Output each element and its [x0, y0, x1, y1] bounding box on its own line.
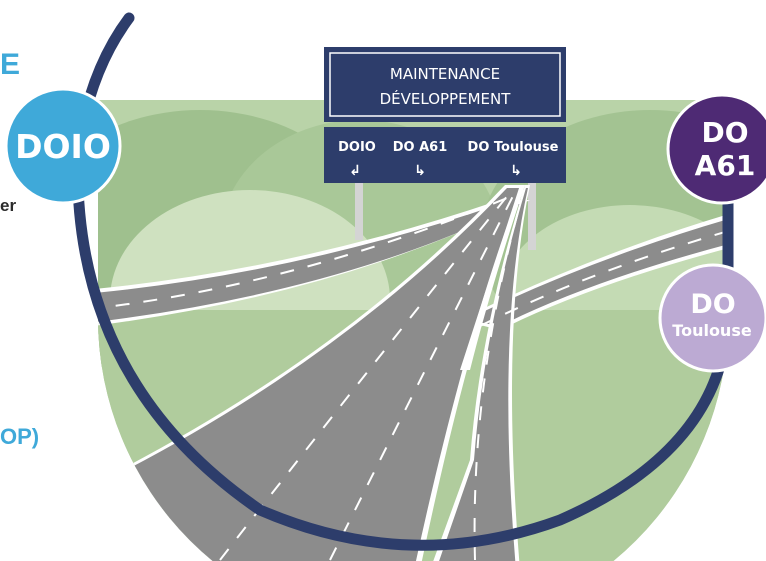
- edge-fragment-bottom: OP): [0, 424, 40, 449]
- sign-main-line1: MAINTENANCE: [390, 65, 500, 83]
- arrow-down-right-icon: ↳: [510, 163, 522, 179]
- sign-post-right: [528, 170, 536, 250]
- sign-post-left: [355, 170, 363, 240]
- badge-do-toulouse-line1: DO: [690, 289, 735, 320]
- badge-do-a61-line1: DO: [701, 116, 748, 149]
- badge-do-toulouse: DO Toulouse: [658, 263, 766, 373]
- road-sign: MAINTENANCE DÉVELOPPEMENT DOIO ↲ DO A61 …: [324, 47, 566, 183]
- badge-doio-label: DOIO: [15, 127, 111, 166]
- sign-main-line2: DÉVELOPPEMENT: [380, 89, 512, 108]
- badge-do-a61: DO A61: [666, 93, 766, 205]
- edge-fragment-top: E: [0, 48, 21, 81]
- sign-exits-panel: [324, 127, 566, 183]
- landscape: [98, 100, 728, 561]
- sign-exit-do-toulouse: DO Toulouse: [468, 140, 559, 155]
- badge-do-a61-line2: A61: [695, 149, 756, 182]
- arrow-down-right-icon: ↳: [414, 163, 426, 179]
- sign-main-panel: [324, 47, 566, 122]
- edge-fragment-middle: er: [0, 196, 17, 215]
- arrow-down-left-icon: ↲: [349, 163, 361, 179]
- sign-exit-do-a61: DO A61: [393, 140, 448, 155]
- badge-doio: DOIO: [4, 87, 122, 205]
- sign-exit-doio: DOIO: [338, 140, 376, 155]
- badge-do-toulouse-line2: Toulouse: [672, 321, 752, 340]
